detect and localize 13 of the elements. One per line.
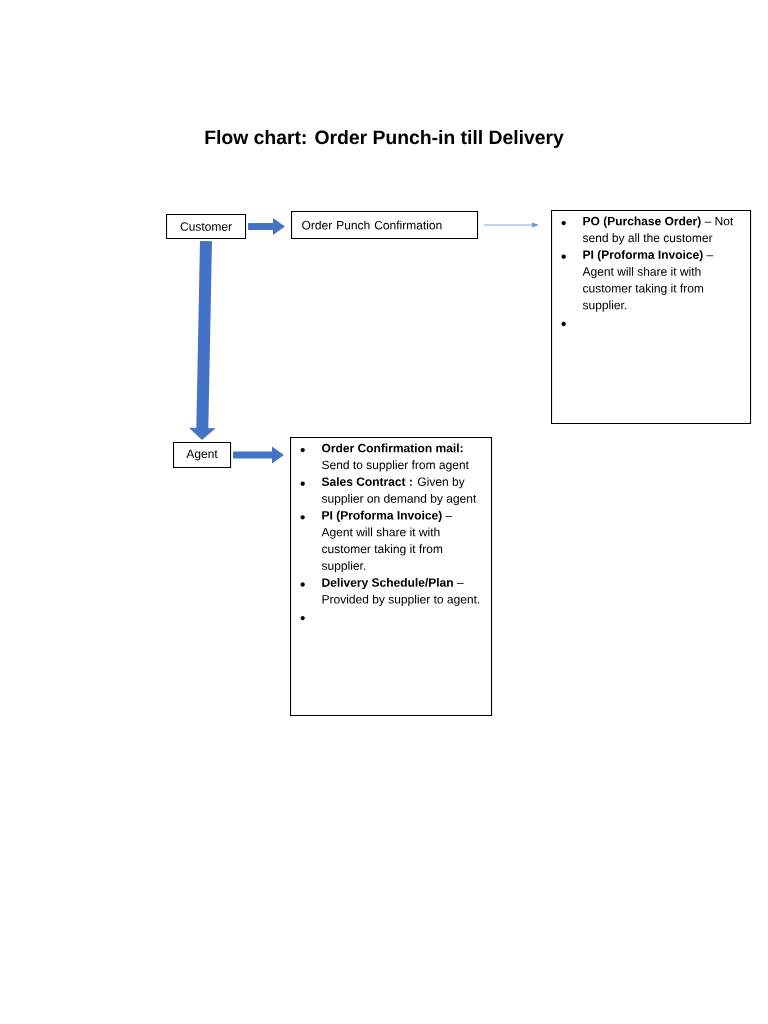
text-box xyxy=(290,437,493,717)
bullet-item: Order Confirmation mail: Send to supplier from agent xyxy=(322,443,469,472)
bullet-item: Sales Contract : Given by supplier on demand by agent xyxy=(321,477,477,506)
process-box: Agent xyxy=(173,442,232,469)
arrow xyxy=(483,222,539,228)
title: Flow chart: Order Punch-in till Delivery xyxy=(205,130,564,148)
process-box: Customer xyxy=(166,214,247,240)
process-box: Order Punch Confirmation xyxy=(291,211,479,240)
bullet-item: PI (Proforma Invoice) – Agent will share it with customer taking it from supplier. xyxy=(582,250,714,312)
bullet-item: Delivery Schedule/Plan – Provided by supplier to agent. xyxy=(322,577,480,606)
text-box xyxy=(551,210,752,425)
bullet-item: PO (Purchase Order) – Not send by all the customer xyxy=(582,216,734,245)
bullet-item: PI (Proforma Invoice) – Agent will share it with customer taking it from supplier. xyxy=(321,510,453,573)
